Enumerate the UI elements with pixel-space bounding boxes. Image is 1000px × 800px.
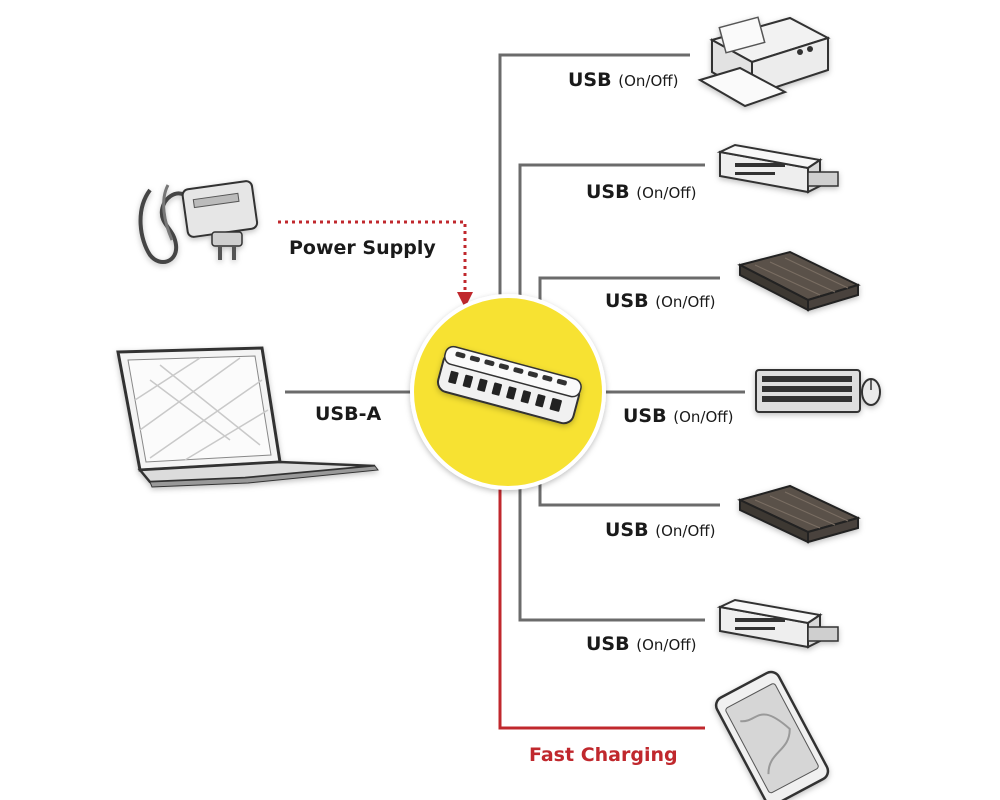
label-port-3-state: (On/Off) bbox=[655, 293, 716, 311]
card-reader-icon bbox=[716, 143, 839, 194]
line-port-6 bbox=[518, 485, 705, 622]
usb-hub-icon bbox=[436, 345, 582, 425]
hard-drive-icon bbox=[737, 250, 861, 312]
label-port-6-usb: USB bbox=[586, 633, 630, 655]
power-arrow-icon bbox=[457, 292, 473, 308]
label-usb-a: USB-A bbox=[315, 403, 382, 425]
label-port-1-state: (On/Off) bbox=[618, 72, 679, 90]
label-power-supply: Power Supply bbox=[289, 237, 436, 259]
line-fast-charging bbox=[498, 485, 705, 730]
label-port-3-usb: USB bbox=[605, 290, 649, 312]
label-port-6-state: (On/Off) bbox=[636, 636, 697, 654]
label-port-4: USB (On/Off) bbox=[623, 405, 733, 427]
line-port-2 bbox=[518, 163, 705, 300]
label-port-6: USB (On/Off) bbox=[586, 633, 696, 655]
line-port-5 bbox=[538, 480, 720, 507]
label-port-1: USB (On/Off) bbox=[568, 69, 678, 91]
label-port-4-state: (On/Off) bbox=[673, 408, 734, 426]
smartphone-icon bbox=[714, 670, 830, 800]
label-port-2: USB (On/Off) bbox=[586, 181, 696, 203]
card-reader-icon bbox=[716, 598, 839, 649]
label-port-5: USB (On/Off) bbox=[605, 519, 715, 541]
hard-drive-icon bbox=[737, 484, 861, 544]
connection-lines bbox=[285, 53, 745, 622]
line-port-1 bbox=[498, 53, 690, 300]
label-port-5-state: (On/Off) bbox=[655, 522, 716, 540]
label-port-1-usb: USB bbox=[568, 69, 612, 91]
power-adapter-icon bbox=[138, 180, 259, 265]
label-fast-charging: Fast Charging bbox=[529, 744, 678, 766]
label-port-4-usb: USB bbox=[623, 405, 667, 427]
printer-icon bbox=[697, 16, 831, 108]
laptop-icon bbox=[116, 346, 379, 488]
label-port-3: USB (On/Off) bbox=[605, 290, 715, 312]
label-port-5-usb: USB bbox=[605, 519, 649, 541]
label-port-2-state: (On/Off) bbox=[636, 184, 697, 202]
keyboard-mouse-icon bbox=[755, 369, 881, 413]
label-port-2-usb: USB bbox=[586, 181, 630, 203]
line-port-3 bbox=[538, 276, 720, 305]
